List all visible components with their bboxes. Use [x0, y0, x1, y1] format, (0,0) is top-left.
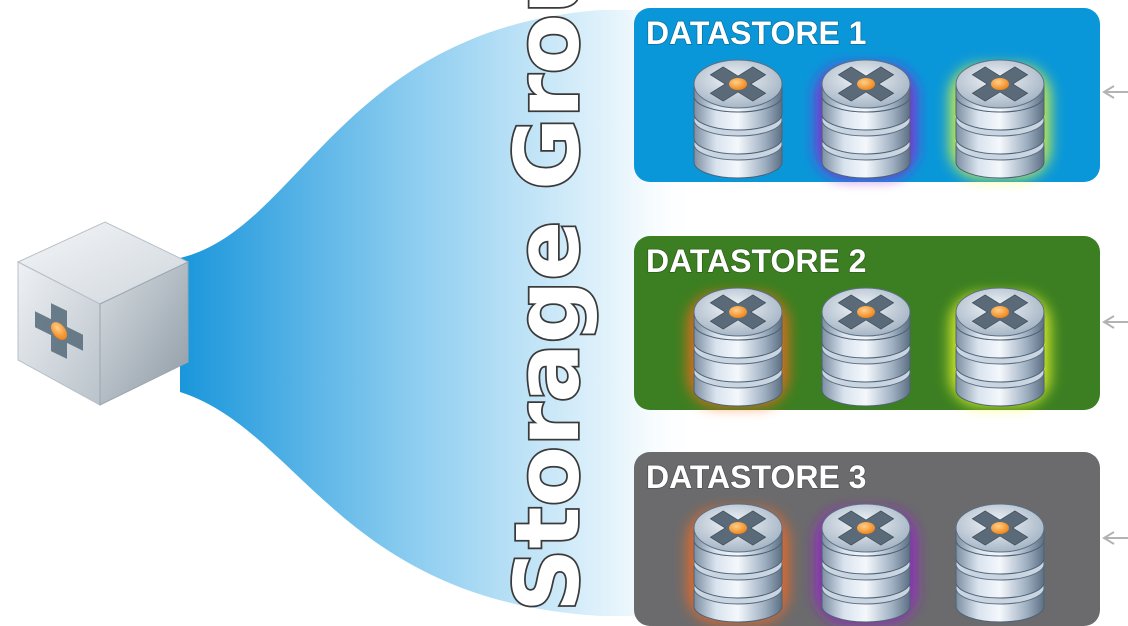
- database-disk-icon: [688, 287, 788, 407]
- datastore-title: DATASTORE 2: [646, 243, 866, 279]
- datastore-title: DATASTORE 3: [646, 459, 866, 495]
- datastore-panel-1: DATASTORE 1: [634, 8, 1100, 182]
- database-disk-icon: [693, 59, 783, 179]
- vm-cube-icon: [16, 221, 190, 406]
- database-disk-icon: [821, 287, 911, 407]
- database-disk-icon: [955, 503, 1045, 623]
- database-disk-icon: [950, 59, 1050, 179]
- storage-group-funnel: [180, 10, 700, 616]
- datastore-panel-3: DATASTORE 3: [634, 452, 1100, 626]
- database-disk-icon: [688, 503, 788, 623]
- storage-group-label: Storage Group: [496, 0, 599, 612]
- database-disk-icon: [816, 503, 916, 623]
- database-disk-icon: [950, 287, 1050, 407]
- datastore-title: DATASTORE 1: [646, 15, 866, 51]
- datastore-panel-2: DATASTORE 2: [634, 236, 1100, 410]
- database-disk-icon: [816, 59, 916, 179]
- datastore-list: DATASTORE 1 DATASTORE 2 DATASTORE 3: [634, 8, 1100, 626]
- bracket-connector: [1102, 85, 1128, 545]
